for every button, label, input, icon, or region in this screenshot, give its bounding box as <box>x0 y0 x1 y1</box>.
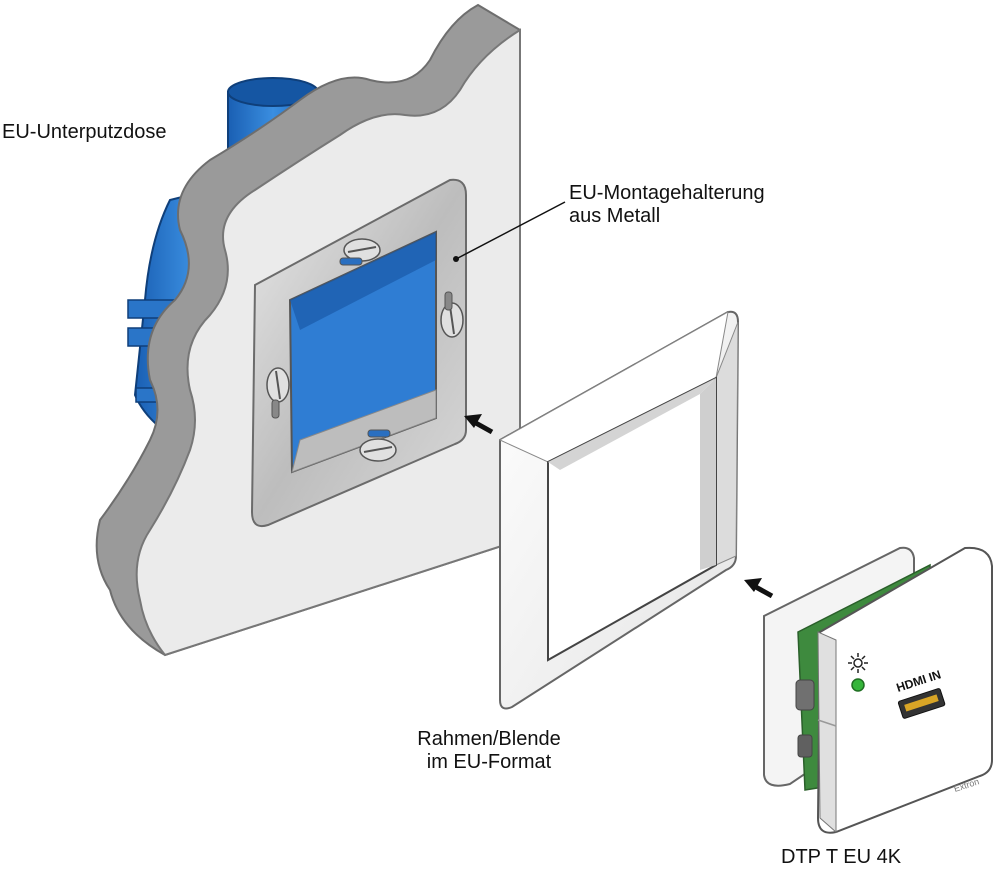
device-front-edge <box>817 631 837 834</box>
bracket-screw <box>359 429 397 462</box>
bracket-inner-floor <box>291 389 437 473</box>
device-front-plate <box>816 546 993 834</box>
device: HDMI IN Extron <box>763 546 993 834</box>
bracket-leader-dot <box>453 256 459 262</box>
label-frame-line-2: im EU-Format <box>426 751 552 773</box>
arrow-icon <box>464 414 494 435</box>
label-device-text: DTP T EU 4K <box>781 846 902 868</box>
bracket-leader-line <box>457 201 566 259</box>
label-back-box-text: EU-Unterputzdose <box>2 121 167 143</box>
device-connector <box>797 734 813 758</box>
label-back-box: EU-Unterputzdose <box>2 121 167 144</box>
label-bracket: EU-Montagehalterung aus Metall <box>569 182 765 228</box>
frame-inner-wall <box>700 378 716 570</box>
status-led <box>851 678 865 692</box>
frame-inner-wall <box>548 378 716 470</box>
arrow-icon <box>744 578 774 599</box>
bracket-screw <box>339 238 381 266</box>
label-device: DTP T EU 4K <box>781 846 901 869</box>
bracket-opening-shadow <box>290 232 436 330</box>
label-frame-line-1: Rahmen/Blende <box>417 728 561 750</box>
cover-frame <box>498 310 740 710</box>
label-bracket-line-2: aus Metall <box>569 205 661 227</box>
bracket-screw <box>266 367 290 419</box>
device-connector <box>795 679 815 711</box>
mounting-bracket <box>250 178 467 528</box>
brightness-icon <box>848 653 868 673</box>
hdmi-port <box>897 688 946 719</box>
label-bracket-line-1: EU-Montagehalterung <box>569 182 765 204</box>
device-seam <box>817 719 837 727</box>
bracket-screw <box>440 291 464 338</box>
label-frame: Rahmen/Blende im EU-Format <box>394 728 584 774</box>
